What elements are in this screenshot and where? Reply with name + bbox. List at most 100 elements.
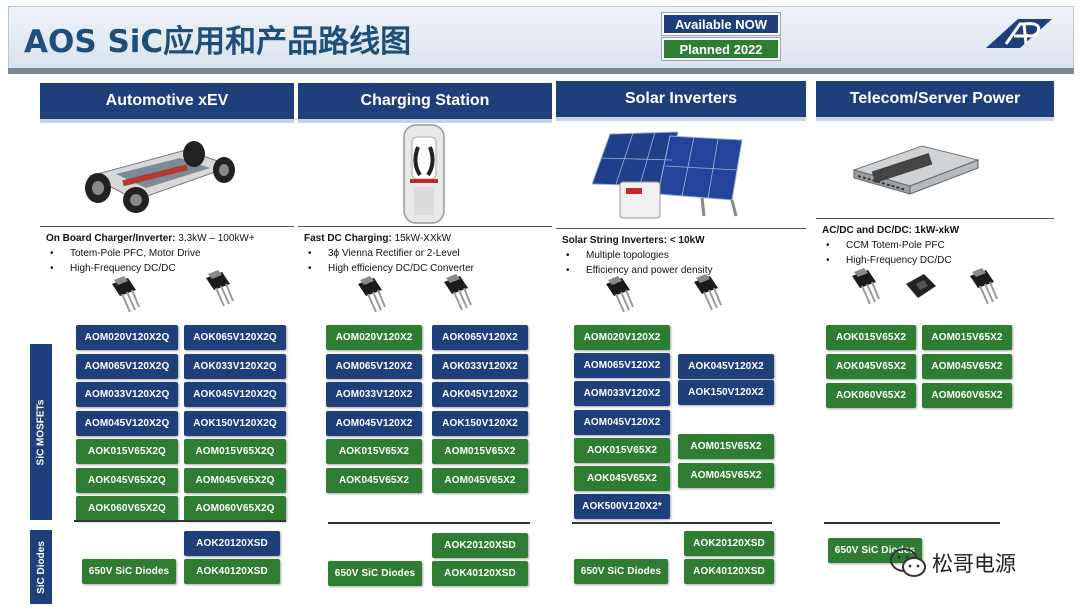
application-title: On Board Charger/Inverter: 3.3kW – 100kW… [46, 233, 255, 244]
side-label-mosfets: SiC MOSFETs [30, 344, 52, 520]
mosfet-chip: AOK015V65X2Q [76, 439, 178, 464]
side-label-diodes: SiC Diodes [30, 530, 52, 604]
aos-logo-icon [986, 19, 1052, 48]
mosfet-chip: AOK015V65X2 [574, 438, 670, 463]
mosfet-chip: AOM045V120X2 [574, 410, 670, 435]
application-divider [816, 218, 1054, 219]
column-heading-automotive: Automotive xEV [40, 83, 294, 123]
column-heading-charging: Charging Station [298, 83, 552, 123]
mosfet-chip: AOM020V120X2 [326, 325, 422, 350]
charging-station-icon [403, 124, 445, 224]
solar-panels-icon [592, 131, 743, 219]
legend-planned-2022: Planned 2022 [662, 38, 780, 60]
page-title: AOS SiC应用和产品路线图 [24, 24, 412, 60]
diode-chip: AOK20120XSD [184, 531, 280, 556]
section-separator [824, 522, 1000, 524]
mosfet-chip: AOK065V120X2Q [184, 325, 286, 350]
mosfet-chip: AOM060V65X2 [922, 383, 1012, 408]
mosfet-chip: AOK015V65X2 [326, 439, 422, 464]
mosfet-chip: AOK150V120X2 [678, 380, 774, 405]
application-bullet: High-Frequency DC/DC [822, 253, 1056, 268]
mosfet-chip: AOK045V120X2 [678, 354, 774, 379]
application-divider [40, 226, 294, 227]
section-separator [572, 522, 772, 524]
application-bullet: High-Frequency DC/DC [46, 261, 296, 276]
to247-package-icon [970, 268, 998, 305]
column-heading-telecom: Telecom/Server Power [816, 81, 1054, 121]
mosfet-chip: AOK033V120X2 [432, 354, 528, 379]
to247-package-icon [112, 276, 140, 313]
application-description-solar: Solar String Inverters: < 10kW Multiple … [562, 233, 808, 278]
diode-chip: 650V SiC Diodes [328, 561, 422, 586]
application-bullet: Multiple topologies [562, 248, 808, 263]
server-rack-icon [852, 145, 980, 195]
mosfet-chip: AOK060V65X2 [826, 383, 916, 408]
diode-chip: AOK40120XSD [432, 561, 528, 586]
mosfet-chip: AOM015V65X2Q [184, 439, 286, 464]
application-title: Fast DC Charging: 15kW-XXkW [304, 233, 452, 244]
mosfet-chip: AOM015V65X2 [432, 439, 528, 464]
application-divider [298, 226, 552, 227]
diode-chip: AOK40120XSD [684, 559, 774, 584]
mosfet-chip: AOM033V120X2 [326, 382, 422, 407]
diode-chip: AOK20120XSD [684, 531, 774, 556]
mosfet-chip: AOM045V120X2 [326, 411, 422, 436]
mosfet-chip: AOK150V120X2Q [184, 411, 286, 436]
application-title: Solar String Inverters: < 10kW [562, 235, 705, 246]
mosfet-chip: AOM065V120X2 [326, 354, 422, 379]
header-divider [8, 68, 1074, 74]
mosfet-chip: AOM060V65X2Q [184, 496, 286, 521]
application-bullet: CCM Totem-Pole PFC [822, 238, 1056, 253]
application-bullet: Efficiency and power density [562, 263, 808, 278]
mosfet-chip: AOK045V65X2 [574, 466, 670, 491]
mosfet-chip: AOM045V65X2Q [184, 468, 286, 493]
ev-chassis-icon [85, 141, 235, 213]
to247-package-icon [606, 276, 634, 313]
application-bullet: 3ϕ Vienna Rectifier or 2-Level [304, 246, 554, 261]
application-title: AC/DC and DC/DC: 1kW-xkW [822, 225, 960, 236]
to247-package-icon [444, 274, 472, 311]
diode-chip: 650V SiC Diodes [82, 559, 176, 584]
mosfet-chip: AOM020V120X2Q [76, 325, 178, 350]
mosfet-chip: AOM065V120X2 [574, 353, 670, 378]
slide-header [8, 6, 1074, 70]
to247-package-icon [852, 268, 880, 305]
wechat-icon [890, 548, 926, 577]
mosfet-chip: AOM020V120X2 [574, 325, 670, 350]
mosfet-chip: AOM065V120X2Q [76, 354, 178, 379]
mosfet-chip: AOM015V65X2 [678, 434, 774, 459]
mosfet-chip: AOM045V65X2 [678, 463, 774, 488]
application-divider [556, 228, 806, 229]
application-description-telecom: AC/DC and DC/DC: 1kW-xkW CCM Totem-Pole … [822, 223, 1056, 268]
mosfet-chip: AOM015V65X2 [922, 325, 1012, 350]
smd-package-icon [906, 274, 936, 298]
section-separator [74, 520, 286, 522]
diode-chip: AOK20120XSD [432, 533, 528, 558]
mosfet-chip: AOM045V65X2 [432, 468, 528, 493]
mosfet-chip: AOM045V120X2Q [76, 411, 178, 436]
mosfet-chip: AOK045V120X2Q [184, 382, 286, 407]
application-bullet: Totem-Pole PFC, Motor Drive [46, 246, 296, 261]
to247-package-icon [206, 270, 234, 307]
mosfet-chip: AOK500V120X2* [574, 494, 670, 519]
watermark-text: 松哥电源 [932, 552, 1016, 576]
mosfet-chip: AOK045V65X2Q [76, 468, 178, 493]
mosfet-chip: AOK065V120X2 [432, 325, 528, 350]
mosfet-chip: AOK033V120X2Q [184, 354, 286, 379]
mosfet-chip: AOK150V120X2 [432, 411, 528, 436]
mosfet-chip: AOM045V65X2 [922, 354, 1012, 379]
legend-available-now: Available NOW [662, 13, 780, 35]
mosfet-chip: AOK045V65X2 [326, 468, 422, 493]
column-heading-solar: Solar Inverters [556, 81, 806, 121]
mosfet-chip: AOK045V120X2 [432, 382, 528, 407]
application-description-automotive: On Board Charger/Inverter: 3.3kW – 100kW… [46, 231, 296, 276]
diode-chip: AOK40120XSD [184, 559, 280, 584]
application-bullet: High efficiency DC/DC Converter [304, 261, 554, 276]
mosfet-chip: AOM033V120X2 [574, 381, 670, 406]
application-description-charging: Fast DC Charging: 15kW-XXkW 3ϕ Vienna Re… [304, 231, 554, 276]
mosfet-chip: AOK045V65X2 [826, 354, 916, 379]
section-separator [328, 522, 530, 524]
diode-chip: 650V SiC Diodes [828, 538, 922, 563]
mosfet-chip: AOK060V65X2Q [76, 496, 178, 521]
diode-chip: 650V SiC Diodes [574, 559, 668, 584]
